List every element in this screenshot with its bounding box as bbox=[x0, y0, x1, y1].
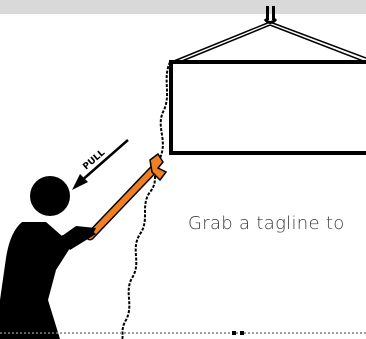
ground-marker bbox=[240, 331, 244, 335]
ground-marker bbox=[232, 331, 236, 335]
top-bar bbox=[0, 0, 366, 14]
caption-text: Grab a tagline to bbox=[188, 213, 345, 234]
rigging-slings bbox=[174, 22, 366, 62]
person-pulling-icon bbox=[0, 176, 96, 339]
suspended-load bbox=[171, 62, 366, 153]
tagline-pole bbox=[90, 154, 166, 236]
